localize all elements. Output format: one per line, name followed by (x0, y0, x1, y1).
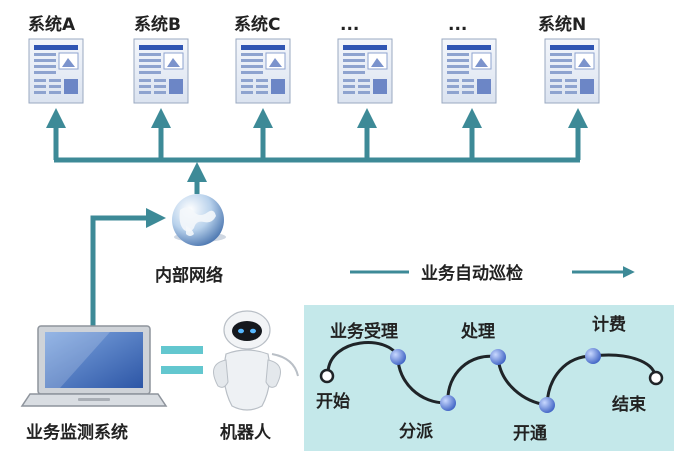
system-c-icon (235, 38, 291, 104)
flow-dispatch-label: 分派 (399, 422, 434, 442)
billing-node (585, 348, 601, 364)
patrol-label: 业务自动巡检 (421, 263, 523, 284)
system-n-label: 系统N (538, 14, 586, 35)
system-a-icon (28, 38, 84, 104)
system-n-icon (544, 38, 600, 104)
start-node (319, 368, 335, 384)
flow-start-label: 开始 (316, 391, 350, 412)
system-c-label: 系统C (234, 14, 280, 35)
process-node (490, 349, 506, 365)
monitor-label: 业务监测系统 (26, 422, 128, 443)
open-node (539, 397, 555, 413)
end-node (648, 370, 664, 386)
network-label: 内部网络 (155, 265, 223, 286)
robot-label: 机器人 (220, 422, 272, 443)
workflow-panel (304, 305, 674, 451)
flow-billing-label: 计费 (592, 314, 626, 335)
flow-process-label: 处理 (460, 321, 495, 342)
system-b-label: 系统B (134, 14, 181, 35)
flow-accept-label: 业务受理 (330, 321, 398, 342)
system-5-label: ... (448, 15, 467, 35)
flow-open-label: 开通 (513, 424, 547, 444)
system-b-icon (133, 38, 189, 104)
monitor-to-network-arrow (90, 208, 166, 326)
globe-icon (172, 194, 226, 246)
system-a-label: 系统A (28, 14, 76, 35)
system-5-icon (441, 38, 497, 104)
system-4-icon (337, 38, 393, 104)
equals-sign (161, 346, 203, 374)
system-4-label: ... (340, 15, 359, 35)
flow-end-label: 结束 (612, 394, 646, 415)
robot-icon (213, 310, 299, 411)
dispatch-node (440, 395, 456, 411)
laptop-icon (20, 325, 168, 407)
accept-node (390, 349, 406, 365)
network-bus (46, 108, 588, 194)
